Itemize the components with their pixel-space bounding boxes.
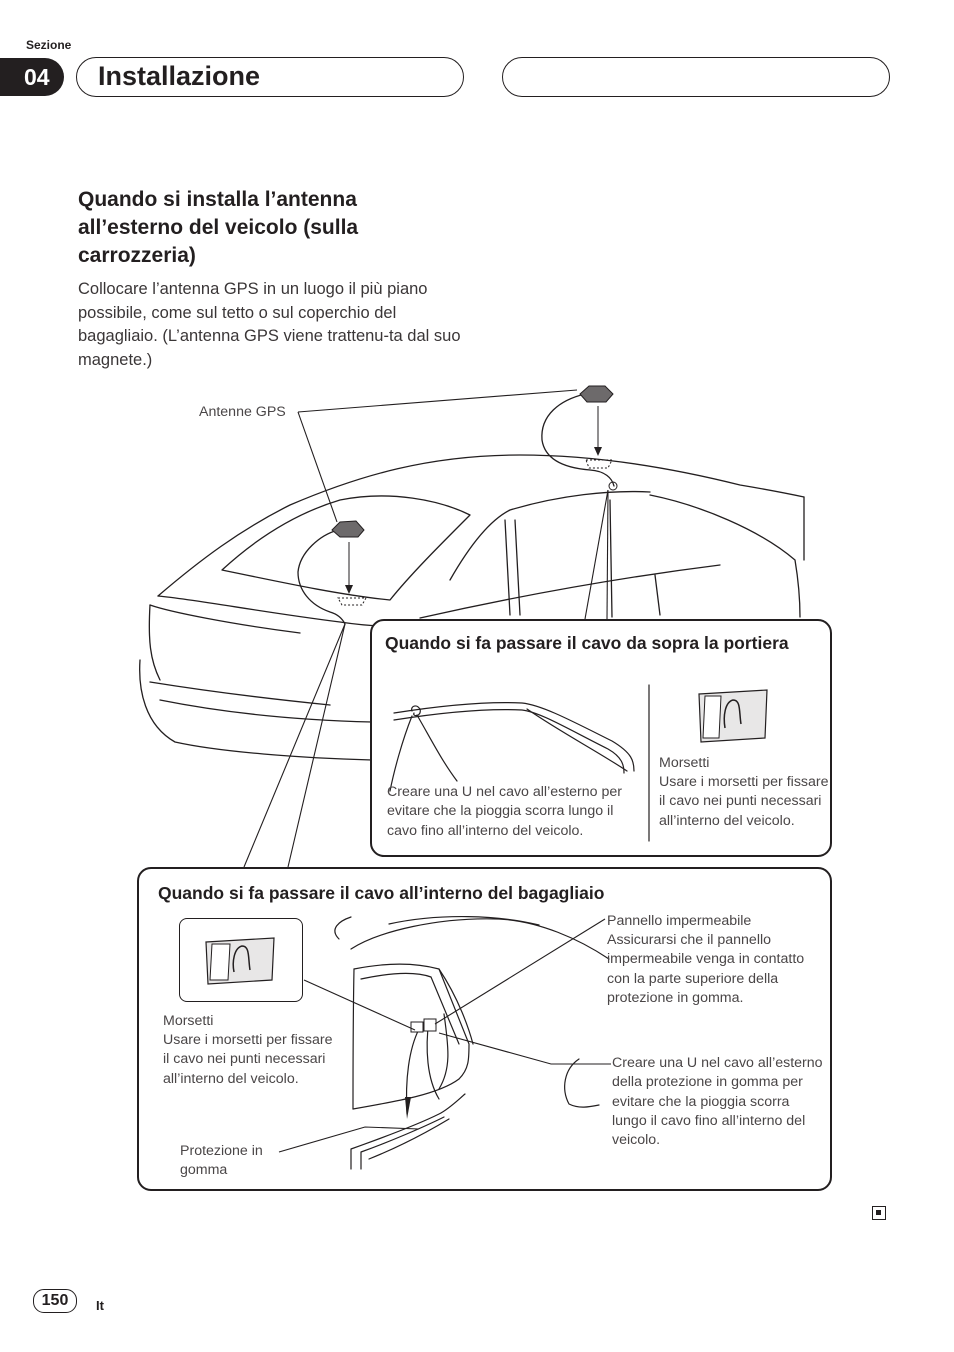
trunk-drawing bbox=[278, 915, 611, 1170]
antenna-label: Antenne GPS bbox=[199, 404, 286, 420]
right-header-frame bbox=[502, 57, 890, 97]
language-code: It bbox=[96, 1298, 104, 1313]
panel-note: Assicurarsi che il pannello impermeabile… bbox=[607, 932, 805, 1006]
trunk-callout-heading: Quando si fa passare il cavo all’interno… bbox=[158, 883, 605, 903]
clamp-icon bbox=[205, 937, 275, 985]
trunk-clamps-title: Morsetti bbox=[163, 1013, 214, 1029]
trunk-clamps-note: Usare i morsetti per fissare il cavo nei… bbox=[163, 1032, 333, 1087]
section-label: Sezione bbox=[26, 38, 72, 52]
clamp-icon bbox=[698, 689, 768, 743]
page-title: Installazione bbox=[98, 61, 261, 91]
door-cable-callout: Quando si fa passare il cavo da sopra la… bbox=[370, 619, 832, 857]
section-number-badge: 04 bbox=[0, 58, 64, 96]
page-number: 150 bbox=[33, 1289, 77, 1313]
intro-paragraph: Collocare l’antenna GPS in un luogo il p… bbox=[78, 280, 461, 369]
rubber-seal-label: Protezione in gomma bbox=[180, 1143, 263, 1179]
section-heading: Quando si installa l’antenna all’esterno… bbox=[78, 188, 359, 267]
panel-title: Pannello impermeabile bbox=[607, 913, 752, 929]
door-callout-heading: Quando si fa passare il cavo da sopra la… bbox=[385, 633, 789, 653]
clamp-inset-frame bbox=[179, 918, 303, 1002]
trunk-u-loop-note: Creare una U nel cavo all’esterno della … bbox=[612, 1055, 823, 1149]
door-clamps-note: Usare i morsetti per fissare il cavo nei… bbox=[659, 774, 829, 829]
trunk-cable-callout: Quando si fa passare il cavo all’interno… bbox=[137, 867, 832, 1191]
end-of-section-icon bbox=[872, 1206, 886, 1220]
door-clamps-title: Morsetti bbox=[659, 755, 710, 771]
door-roof-drawing bbox=[389, 684, 650, 842]
title-frame bbox=[76, 57, 464, 97]
door-u-loop-note: Creare una U nel cavo all’esterno per ev… bbox=[387, 784, 623, 839]
